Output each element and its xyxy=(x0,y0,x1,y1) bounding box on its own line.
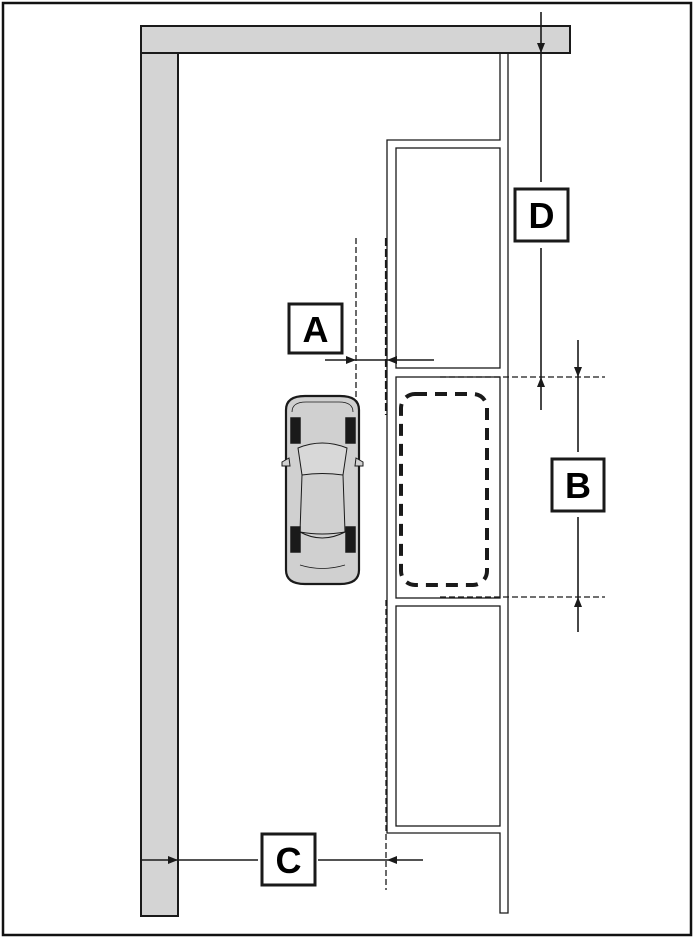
curb-lines xyxy=(386,53,509,914)
dimension-arrows xyxy=(141,12,582,864)
target-parking-frame xyxy=(399,392,489,587)
wheel xyxy=(290,417,301,444)
left-wall xyxy=(140,52,179,917)
walls xyxy=(140,25,571,917)
svg-text:B: B xyxy=(565,465,591,506)
wheel xyxy=(345,526,356,553)
svg-text:D: D xyxy=(529,195,555,236)
wheel xyxy=(290,526,301,553)
label-d: D xyxy=(513,187,570,243)
wheel xyxy=(345,417,356,444)
top-wall xyxy=(140,25,571,54)
label-a: A xyxy=(287,302,344,355)
label-b: B xyxy=(550,457,606,513)
car-icon xyxy=(281,394,364,586)
stall-1 xyxy=(395,147,501,369)
stall-2-target xyxy=(395,376,501,599)
parking-stalls xyxy=(395,147,501,827)
svg-text:A: A xyxy=(303,309,329,350)
svg-text:C: C xyxy=(276,840,302,881)
label-c: C xyxy=(260,832,317,887)
stall-3 xyxy=(395,605,501,827)
